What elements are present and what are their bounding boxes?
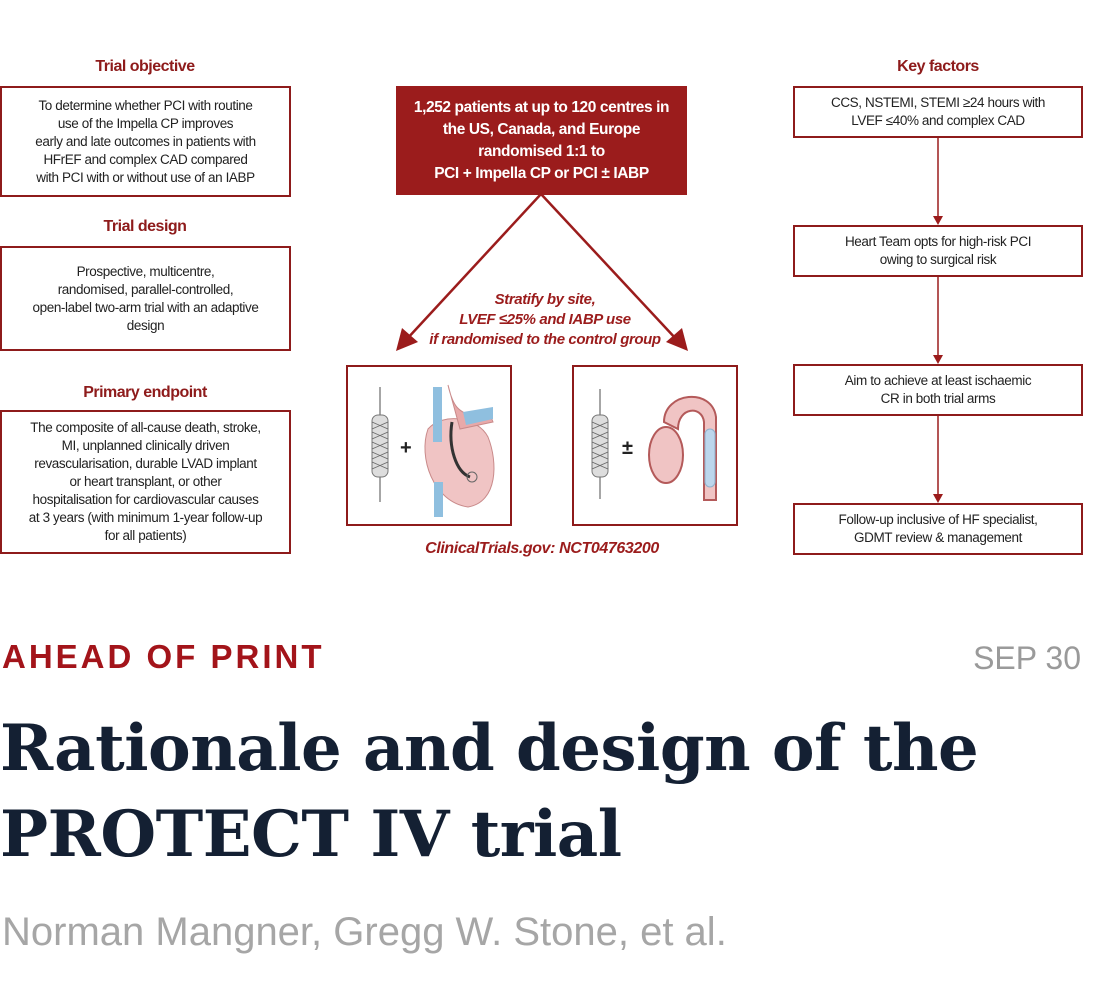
arrow-left-line [405, 193, 542, 341]
stent-and-heart-illustration: + [371, 384, 495, 517]
trial-objective-heading: Trial objective [95, 58, 195, 75]
randomisation-arrows [396, 193, 688, 351]
key-factor-step-4: Follow-up inclusive of HF specialist, GD… [793, 503, 1083, 555]
trial-objective-box: To determine whether PCI with routine us… [0, 86, 291, 197]
trial-design-box: Prospective, multicentre, randomised, pa… [0, 246, 291, 351]
arrow-left-head [396, 328, 418, 351]
arrow-right-head [666, 328, 688, 351]
heart-icon [424, 384, 495, 517]
key-factor-arrows [933, 138, 943, 503]
patients-summary-box: 1,252 patients at up to 120 centres in t… [396, 86, 687, 195]
primary-endpoint-box: The composite of all-cause death, stroke… [0, 410, 291, 554]
key-factors-heading: Key factors [897, 58, 979, 75]
plus-minus-symbol: ± [622, 437, 633, 459]
clinicaltrials-citation: ClinicalTrials.gov: NCT04763200 [425, 540, 659, 557]
publish-date: SEP 30 [973, 640, 1081, 676]
arrow-right-line [540, 193, 678, 341]
key-factor-step-1: CCS, NSTEMI, STEMI ≥24 hours with LVEF ≤… [793, 86, 1083, 138]
key-factor-step-2: Heart Team opts for high-risk PCI owing … [793, 225, 1083, 277]
article-authors: Norman Mangner, Gregg W. Stone, et al. [2, 910, 727, 954]
section-kicker[interactable]: AHEAD OF PRINT [2, 638, 325, 675]
trial-design-heading: Trial design [103, 218, 187, 235]
primary-endpoint-heading: Primary endpoint [83, 384, 207, 401]
article-title[interactable]: Rationale and design of the PROTECT IV t… [0, 711, 979, 872]
impella-arm-box: + [346, 365, 512, 526]
plus-symbol: + [400, 437, 412, 459]
iabp-arm-box: ± [572, 365, 738, 526]
stent-icon [591, 389, 609, 499]
stent-and-aorta-illustration: ± [591, 389, 717, 501]
aorta-icon [648, 395, 717, 501]
key-factor-step-3: Aim to achieve at least ischaemic CR in … [793, 364, 1083, 416]
stent-icon [371, 387, 389, 502]
stratification-text: Stratify by site, LVEF ≤25% and IABP use… [429, 291, 661, 348]
